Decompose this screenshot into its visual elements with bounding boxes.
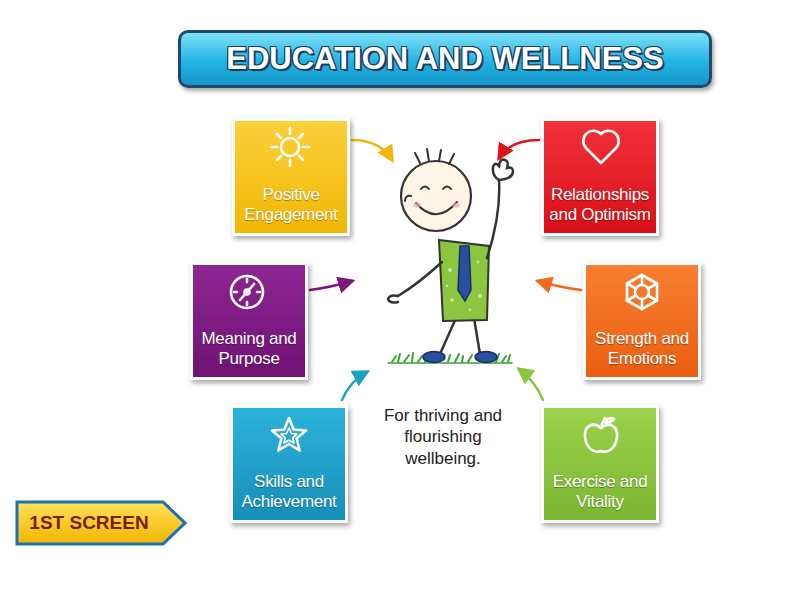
hexagon-icon [627, 275, 657, 309]
pointer-arrow [310, 281, 352, 290]
wellness-box: Strength and Emotions [583, 262, 701, 380]
pointer-arrow [499, 140, 539, 158]
figure-shoe [475, 352, 497, 363]
compass-icon [231, 276, 263, 308]
wellness-box: Relationships and Optimism [541, 118, 659, 236]
box-label: Strength and Emotions [588, 329, 696, 370]
figure-body [439, 240, 489, 321]
pointer-arrow [342, 372, 367, 400]
caption-text: For thriving and flourishing wellbeing. [372, 405, 514, 469]
box-label: Positive Engagement [237, 185, 345, 226]
box-label: Meaning and Purpose [195, 329, 303, 370]
heart-icon [583, 131, 619, 163]
apple-icon [585, 418, 617, 452]
figure-legs [440, 318, 480, 354]
figure-head [401, 161, 471, 231]
box-label: Relationships and Optimism [546, 185, 654, 226]
wellness-box: Meaning and Purpose [190, 262, 308, 380]
figure-arms [388, 160, 513, 303]
wellness-box: Skills and Achievement [230, 405, 348, 523]
figure-tie [458, 246, 471, 301]
wellness-box: Positive Engagement [232, 118, 350, 236]
pointer-arrow [538, 281, 581, 290]
pointer-arrow [519, 369, 543, 400]
box-label: Exercise and Vitality [546, 472, 654, 513]
pointer-arrow [352, 140, 392, 160]
badge-label: 1ST SCREEN [15, 500, 163, 546]
figure-shoe [423, 352, 445, 363]
wellness-box: Exercise and Vitality [541, 405, 659, 523]
sun-icon [271, 128, 309, 166]
screen-badge: 1ST SCREEN [15, 500, 187, 546]
title-banner: EDUCATION AND WELLNESS [178, 30, 712, 88]
figure-face [405, 149, 457, 214]
box-label: Skills and Achievement [235, 472, 343, 513]
star-icon [272, 418, 306, 451]
